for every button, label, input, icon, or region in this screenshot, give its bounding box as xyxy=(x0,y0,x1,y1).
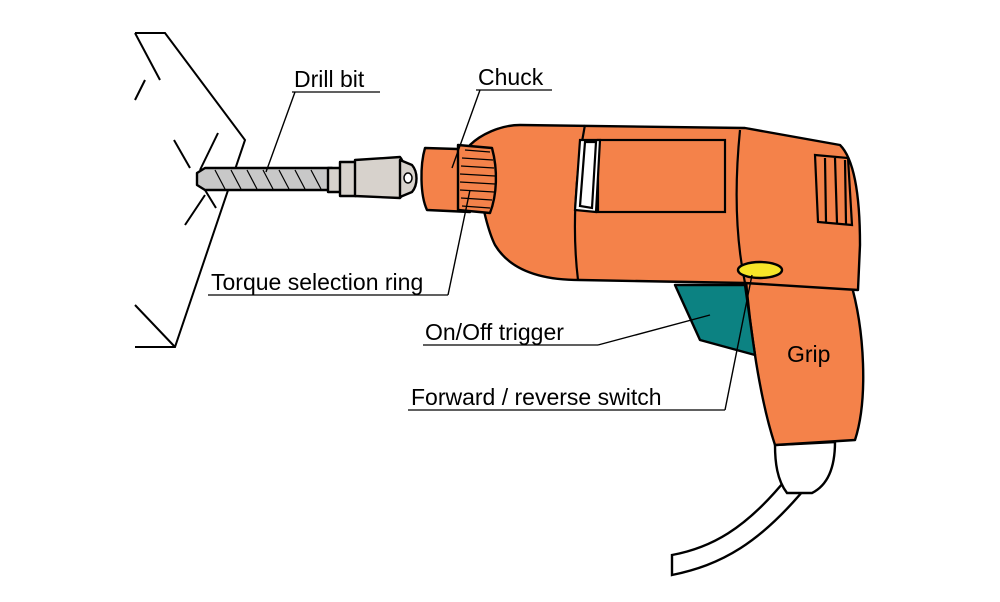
label-on-off-trigger: On/Off trigger xyxy=(425,319,564,345)
drill-body xyxy=(420,123,865,447)
label-chuck: Chuck xyxy=(478,64,544,90)
forward-reverse-switch xyxy=(736,260,784,280)
drill-bit xyxy=(195,166,334,192)
power-cord xyxy=(670,440,837,577)
label-forward-reverse-switch: Forward / reverse switch xyxy=(411,384,662,410)
label-grip: Grip xyxy=(787,341,830,367)
on-off-trigger xyxy=(673,283,757,357)
workpiece xyxy=(134,32,247,348)
label-torque-selection-ring: Torque selection ring xyxy=(211,269,423,295)
label-drill-bit: Drill bit xyxy=(294,66,365,92)
cord-strain-relief xyxy=(773,440,837,495)
chuck xyxy=(326,155,418,200)
leader-lines xyxy=(208,89,753,411)
